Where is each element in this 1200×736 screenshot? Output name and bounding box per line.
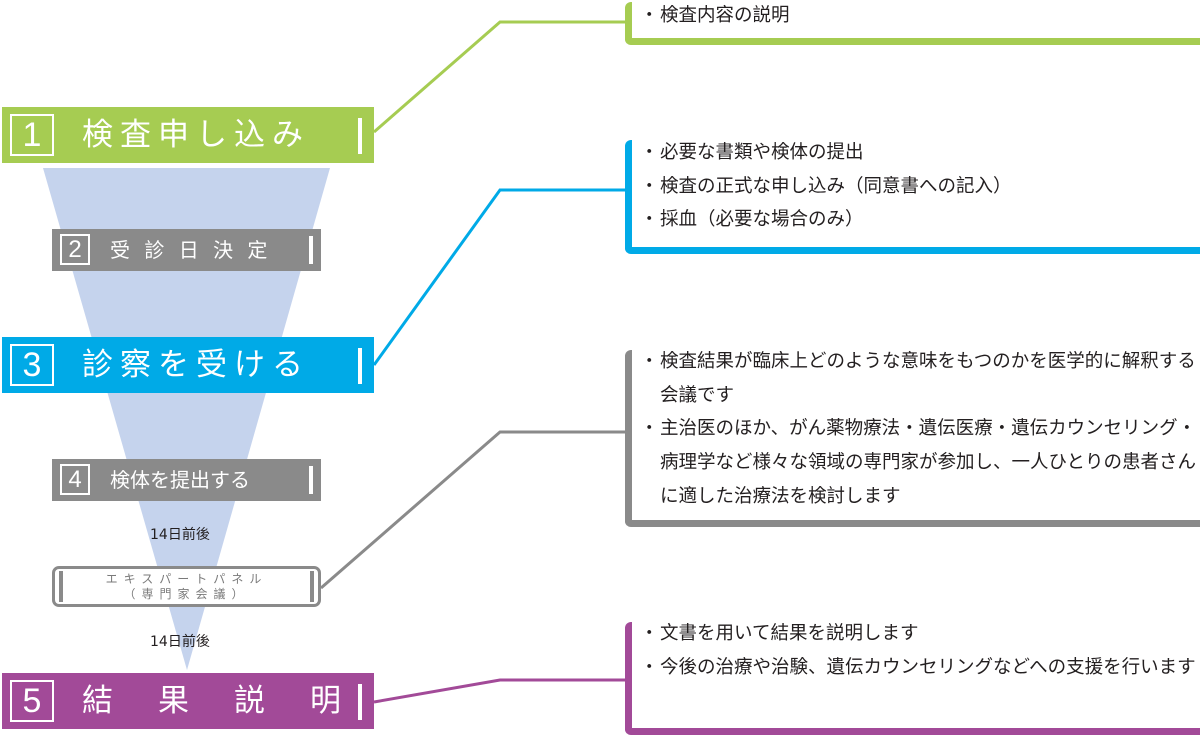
duration-note: 14日前後 [150, 634, 210, 650]
details-apply: 検査内容の説明 [640, 0, 790, 33]
bracket-exam [625, 140, 1200, 254]
bracket-result [625, 622, 1200, 735]
step-5-result: 5 結 果 説 明 [2, 673, 374, 729]
divider [59, 571, 63, 602]
step-number: 4 [60, 464, 90, 495]
divider [358, 348, 362, 384]
step-number: 5 [10, 680, 54, 722]
detail-item: 検査結果が臨床上どのような意味をもつのかを医学的に解釈する会議です [640, 345, 1200, 412]
step-number: 3 [10, 344, 54, 386]
detail-item: 必要な書類や検体の提出 [640, 136, 1012, 170]
detail-item: 主治医のほか、がん薬物療法・遺伝医療・遺伝カウンセリング・病理学など様々な領域の… [640, 412, 1200, 513]
divider [309, 466, 313, 494]
step-number: 2 [60, 234, 90, 265]
details-expert: 検査結果が臨床上どのような意味をもつのかを医学的に解釈する会議です 主治医のほか… [640, 345, 1200, 514]
connector-exam [372, 188, 628, 366]
detail-item: 今後の治療や治験、遺伝カウンセリングなどへの支援を行います [640, 651, 1200, 685]
step-label: 受 診 日 決 定 [110, 238, 272, 262]
detail-item: 文書を用いて結果を説明します [640, 617, 1200, 651]
bracket-apply [625, 2, 1200, 45]
connector-result [373, 678, 628, 704]
divider [358, 118, 362, 154]
step-3-exam: 3 診察を受ける [2, 337, 374, 393]
step-1-apply: 1 検査申し込み [2, 107, 374, 163]
bracket-expert [625, 350, 1200, 527]
details-result: 文書を用いて結果を説明します 今後の治療や治験、遺伝カウンセリングなどへの支援を… [640, 617, 1200, 684]
detail-item: 検査の正式な申し込み（同意書への記入） [640, 170, 1012, 204]
expert-panel-subtitle: （専門家会議） [123, 587, 250, 601]
step-label: 検体を提出する [110, 468, 250, 492]
detail-item: 採血（必要な場合のみ） [640, 203, 1012, 237]
divider [358, 684, 362, 720]
step-number: 1 [10, 114, 54, 156]
duration-note: 14日前後 [150, 527, 210, 543]
step-2-date: 2 受 診 日 決 定 [52, 229, 321, 271]
details-exam: 必要な書類や検体の提出 検査の正式な申し込み（同意書への記入） 採血（必要な場合… [640, 136, 1012, 237]
detail-item: 検査内容の説明 [640, 0, 790, 33]
step-label: 検査申し込み [82, 117, 310, 153]
step-label: 結 果 説 明 [82, 683, 348, 719]
step-label: 診察を受ける [82, 347, 310, 383]
step-4-specimen: 4 検体を提出する [52, 459, 321, 501]
funnel-shape [43, 168, 330, 670]
divider [310, 571, 314, 602]
connector-expert [320, 430, 628, 590]
expert-panel-title: エキスパートパネル [105, 572, 268, 586]
divider [309, 236, 313, 264]
connector-apply [373, 20, 628, 134]
expert-panel-box: エキスパートパネル （専門家会議） [52, 566, 321, 607]
